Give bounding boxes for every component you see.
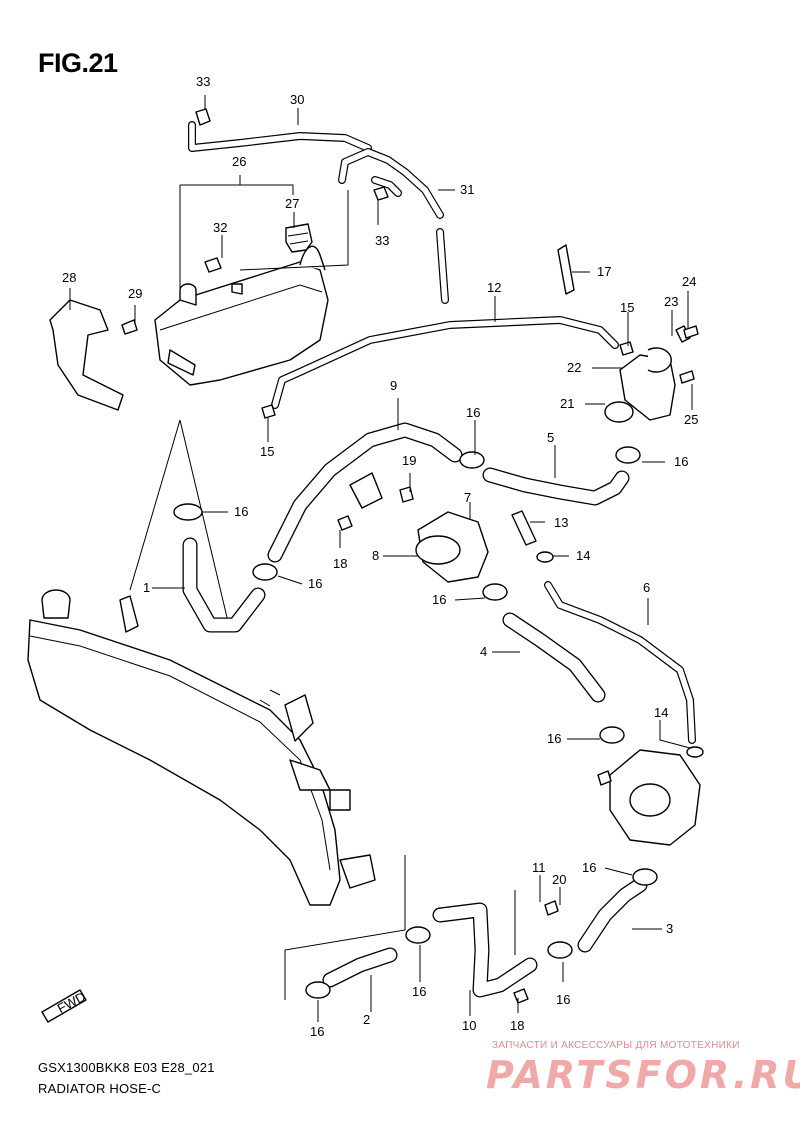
callout-19: 19: [402, 453, 416, 468]
breather-hose-31: [338, 148, 449, 304]
callout-33-mid: 33: [375, 233, 389, 248]
callout-15-left: 15: [260, 444, 274, 459]
bolt-29: [121, 319, 138, 335]
callout-labels: 33 30 26 31 27 32 33 28 29 17 12 24 23 1…: [62, 74, 698, 1039]
bolt-32: [204, 257, 222, 273]
radiator-hose-3: [577, 877, 648, 953]
callout-23: 23: [664, 294, 678, 309]
reservoir-bracket: [49, 299, 124, 411]
callout-25: 25: [684, 412, 698, 427]
reservoir-tank: [154, 245, 329, 386]
callout-3: 3: [666, 921, 673, 936]
callout-16-b: 16: [674, 454, 688, 469]
callout-27: 27: [285, 196, 299, 211]
hose-clamp-17: [557, 244, 575, 295]
callout-10: 10: [462, 1018, 476, 1033]
callout-7: 7: [464, 490, 471, 505]
radiator-hose-10: [432, 902, 538, 998]
clip-33-mid: [373, 186, 389, 201]
clip-33-top: [195, 108, 211, 126]
callout-21: 21: [560, 396, 574, 411]
radiator-hose-1: [182, 537, 266, 633]
callout-20: 20: [552, 872, 566, 887]
callout-12: 12: [487, 280, 501, 295]
clip-15-high: [619, 341, 634, 356]
figure-title: FIG.21: [38, 48, 118, 78]
callout-16-j: 16: [310, 1024, 324, 1039]
bypass-hose-6: [544, 581, 696, 744]
callout-26: 26: [232, 154, 246, 169]
clamps-14: [536, 551, 704, 758]
callout-28: 28: [62, 270, 76, 285]
callout-14-bottom: 14: [654, 705, 668, 720]
bolt-19: [399, 486, 414, 503]
callout-32: 32: [213, 220, 227, 235]
water-pump-stud: [597, 770, 612, 786]
callout-5: 5: [547, 430, 554, 445]
thermostat-neck: [647, 347, 672, 373]
watermark-tagline: ЗАПЧАСТИ И АКСЕССУАРЫ ДЛЯ МОТОТЕХНИКИ: [492, 1040, 740, 1051]
callout-4: 4: [480, 644, 487, 659]
callout-16-a: 16: [466, 405, 480, 420]
overflow-hose-12: [271, 316, 619, 409]
thermostat-21: [604, 401, 634, 423]
watermark-logo: PARTSFOR.RU: [486, 1053, 800, 1097]
callout-18-top: 18: [333, 556, 347, 571]
callout-30: 30: [290, 92, 304, 107]
callout-31: 31: [460, 182, 474, 197]
water-pump-impeller: [629, 783, 671, 817]
radiator: [27, 589, 376, 906]
clip-15-low: [261, 404, 276, 419]
hose-9-bracket: [349, 472, 383, 509]
callout-17: 17: [597, 264, 611, 279]
radiator-hose-9: [267, 422, 463, 563]
callout-leader-26: [179, 175, 349, 290]
breather-hose-30: [188, 121, 372, 152]
callout-33-top: 33: [196, 74, 210, 89]
washer-20: [544, 900, 559, 916]
callout-16-g: 16: [582, 860, 596, 875]
radiator-hose-5: [482, 467, 630, 506]
bolt-18-lower: [513, 988, 529, 1004]
callout-16-d: 16: [308, 576, 322, 591]
callout-13: 13: [554, 515, 568, 530]
callout-15-right: 15: [620, 300, 634, 315]
callout-6: 6: [643, 580, 650, 595]
callout-29: 29: [128, 286, 142, 301]
forward-direction-badge: FWD: [41, 989, 88, 1023]
callout-9: 9: [390, 378, 397, 393]
callout-11: 11: [532, 860, 546, 875]
callout-leader-lines: [69, 95, 693, 1022]
callout-16-i: 16: [556, 992, 570, 1007]
callout-16-e: 16: [432, 592, 446, 607]
radiator-bracket-leader: [129, 419, 231, 631]
callout-8: 8: [372, 548, 379, 563]
clamps-16: [173, 446, 658, 999]
callout-16-c: 16: [234, 504, 248, 519]
callout-24: 24: [682, 274, 696, 289]
fitting-13: [511, 510, 537, 546]
model-code: GSX1300BKK8 E03 E28_021: [38, 1060, 215, 1075]
callout-22: 22: [567, 360, 581, 375]
section-name: RADIATOR HOSE-C: [38, 1081, 162, 1096]
bolt-18-upper: [337, 515, 353, 531]
radiator-hose-4: [502, 612, 606, 703]
fwd-label: FWD: [55, 989, 88, 1016]
callout-16-f: 16: [547, 731, 561, 746]
bolt-25: [679, 370, 695, 384]
radiator-hose-2: [322, 947, 398, 988]
callout-1: 1: [143, 580, 150, 595]
callout-leader-10: [284, 855, 516, 1000]
callout-2: 2: [363, 1012, 370, 1027]
callout-14-top: 14: [576, 548, 590, 563]
o-ring-8: [415, 535, 461, 565]
callout-18-bottom: 18: [510, 1018, 524, 1033]
callout-16-h: 16: [412, 984, 426, 999]
reservoir-cap: [285, 223, 313, 253]
bolt-24: [683, 325, 699, 339]
